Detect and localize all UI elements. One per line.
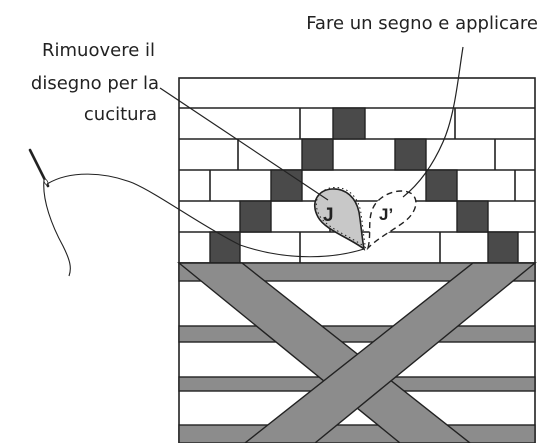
dark-square (425, 169, 458, 202)
dark-square (487, 231, 519, 264)
leader-line-mark (402, 46, 464, 198)
piece-j-copy-dashed (366, 190, 417, 251)
dark-square (301, 138, 334, 171)
diagonal-strip-right (243, 262, 537, 443)
dark-square (394, 138, 427, 171)
piece-j-label: J (323, 205, 334, 226)
leader-line-remove (159, 87, 329, 201)
dark-square (239, 200, 272, 233)
needle-thread (28, 148, 365, 277)
dark-squares (209, 107, 519, 264)
thread (46, 173, 365, 258)
lower-section (177, 262, 537, 443)
piece-j-original (314, 188, 366, 251)
piece-j-original-stitches (315, 186, 367, 249)
piece-j-copy-label: J’ (379, 205, 393, 224)
label-remove-line1: Rimuovere il (42, 40, 155, 61)
band (178, 424, 536, 443)
label-remove-line2: disegno per la (31, 73, 159, 94)
band (178, 262, 536, 282)
label-mark-apply: Fare un segno e applicare (306, 13, 538, 34)
thread (43, 179, 71, 277)
applique-pieces: J J’ (314, 186, 417, 251)
dark-square (456, 200, 489, 233)
dark-square (332, 107, 366, 140)
band (178, 325, 536, 343)
label-remove-line3: cucitura (84, 104, 157, 125)
leader-lines (159, 46, 464, 201)
dark-square (270, 169, 303, 202)
